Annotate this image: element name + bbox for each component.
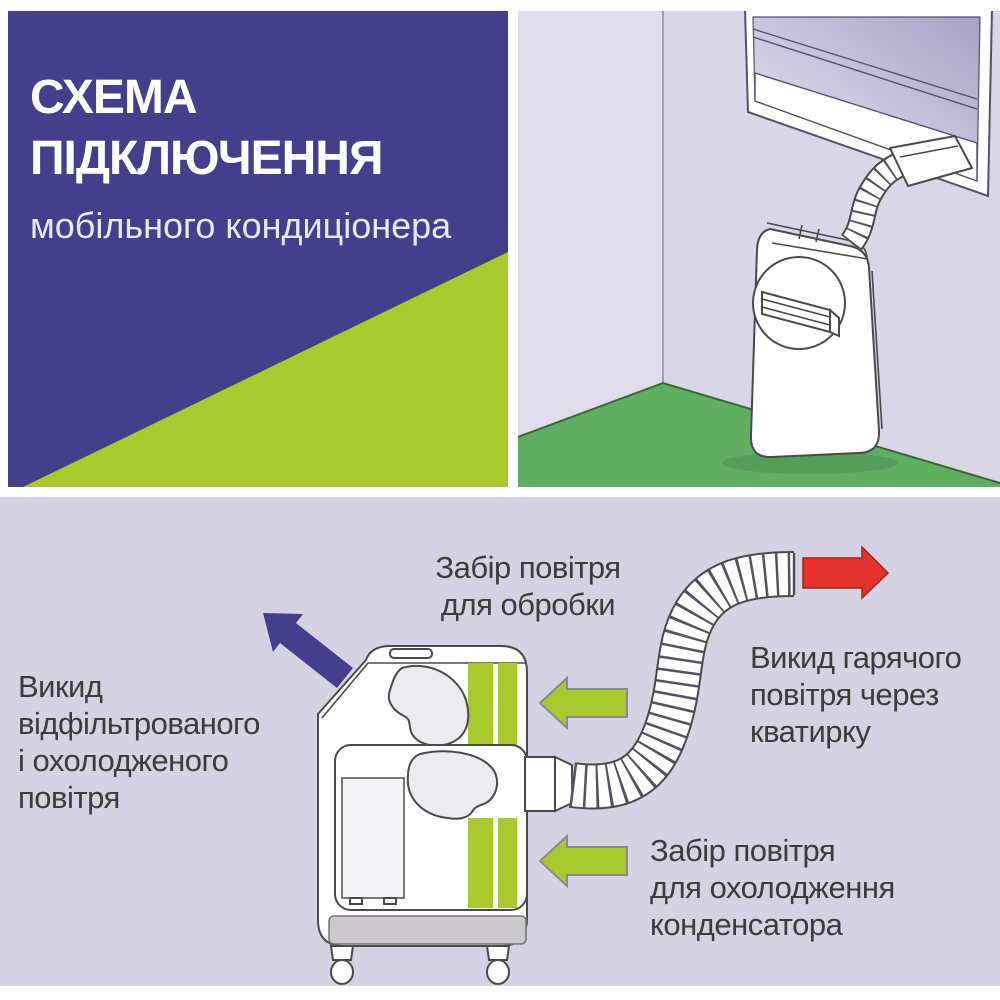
ac-unit-scene [749, 222, 883, 459]
exhaust-hose-scene [840, 148, 913, 252]
vent-louver [761, 290, 840, 338]
label-intake-processing: Забір повітря для обробки [398, 549, 658, 623]
diagonal-green-triangle [23, 252, 508, 487]
label-line: Викид гарячого [750, 640, 962, 675]
room-scene-panel [517, 8, 1000, 487]
purple-up-left-arrow-icon [263, 613, 353, 688]
label-line: Викид [18, 669, 103, 704]
label-line: конденсатора [650, 907, 843, 942]
adapter-inner-line [899, 145, 959, 158]
connection-diagram-panel: Забір повітря для обробки Викид гарячого… [0, 497, 1000, 986]
label-exhaust-filtered: Викид відфільтрованого і охолодженого по… [18, 668, 318, 816]
green-stripe [498, 663, 517, 745]
label-line: Забір повітря [650, 833, 836, 868]
room-scene-illustration [517, 8, 1000, 487]
green-stripe [468, 818, 493, 908]
caster-stem [485, 945, 511, 961]
label-line: повітря [18, 780, 120, 815]
label-line: для охолодження [650, 870, 895, 905]
label-exhaust-hot: Викид гарячого повітря через кватирку [750, 639, 1000, 750]
compressor-box [341, 777, 405, 899]
lower-fan-scroll [406, 750, 498, 820]
side-depth-line [871, 270, 883, 430]
label-line: повітря через [750, 677, 939, 712]
label-line: відфільтрованого [18, 706, 260, 741]
green-stripe [468, 663, 493, 745]
handle-slot [798, 224, 820, 243]
ac-unit-cutaway-illustration [263, 545, 890, 985]
page-subtitle: мобільного кондиціонера [30, 205, 452, 246]
red-right-arrow-icon [802, 545, 890, 600]
upper-fan-scroll [387, 664, 470, 747]
carry-handle-slot [389, 648, 433, 659]
exhaust-hose [568, 551, 796, 810]
label-line: кватирку [750, 714, 871, 749]
title-panel: СХЕМА ПІДКЛЮЧЕННЯ мобільного кондиціонер… [8, 11, 508, 487]
duct-collar [554, 755, 573, 813]
label-line: і охолодженого [18, 743, 229, 778]
green-left-arrow-top-icon [538, 675, 628, 731]
base-plinth [328, 915, 527, 945]
label-line: Забір повітря [435, 550, 621, 585]
page-title-line1: СХЕМА [30, 71, 198, 124]
title-block: СХЕМА ПІДКЛЮЧЕННЯ мобільного кондиціонер… [30, 67, 451, 247]
label-line: для обробки [440, 587, 616, 622]
exhaust-duct [524, 756, 556, 812]
green-stripe [498, 818, 517, 908]
page-title-line2: ПІДКЛЮЧЕННЯ [30, 132, 383, 185]
glazing-bar-line [752, 28, 978, 100]
glazing-bar-line [752, 36, 978, 110]
label-intake-condenser: Забір повітря для охолодження конденсато… [650, 832, 970, 943]
caster-stem [329, 945, 355, 961]
green-triangle-decoration [23, 252, 508, 487]
compressor-foot [349, 897, 363, 905]
caster-wheel [486, 959, 510, 985]
window-vent-adapter [889, 135, 973, 187]
green-left-arrow-bottom-icon [538, 833, 628, 889]
compressor-foot [383, 897, 397, 905]
caster-wheel [330, 959, 354, 985]
floor-edge-line [517, 381, 1000, 484]
top-groove-line [771, 242, 869, 260]
